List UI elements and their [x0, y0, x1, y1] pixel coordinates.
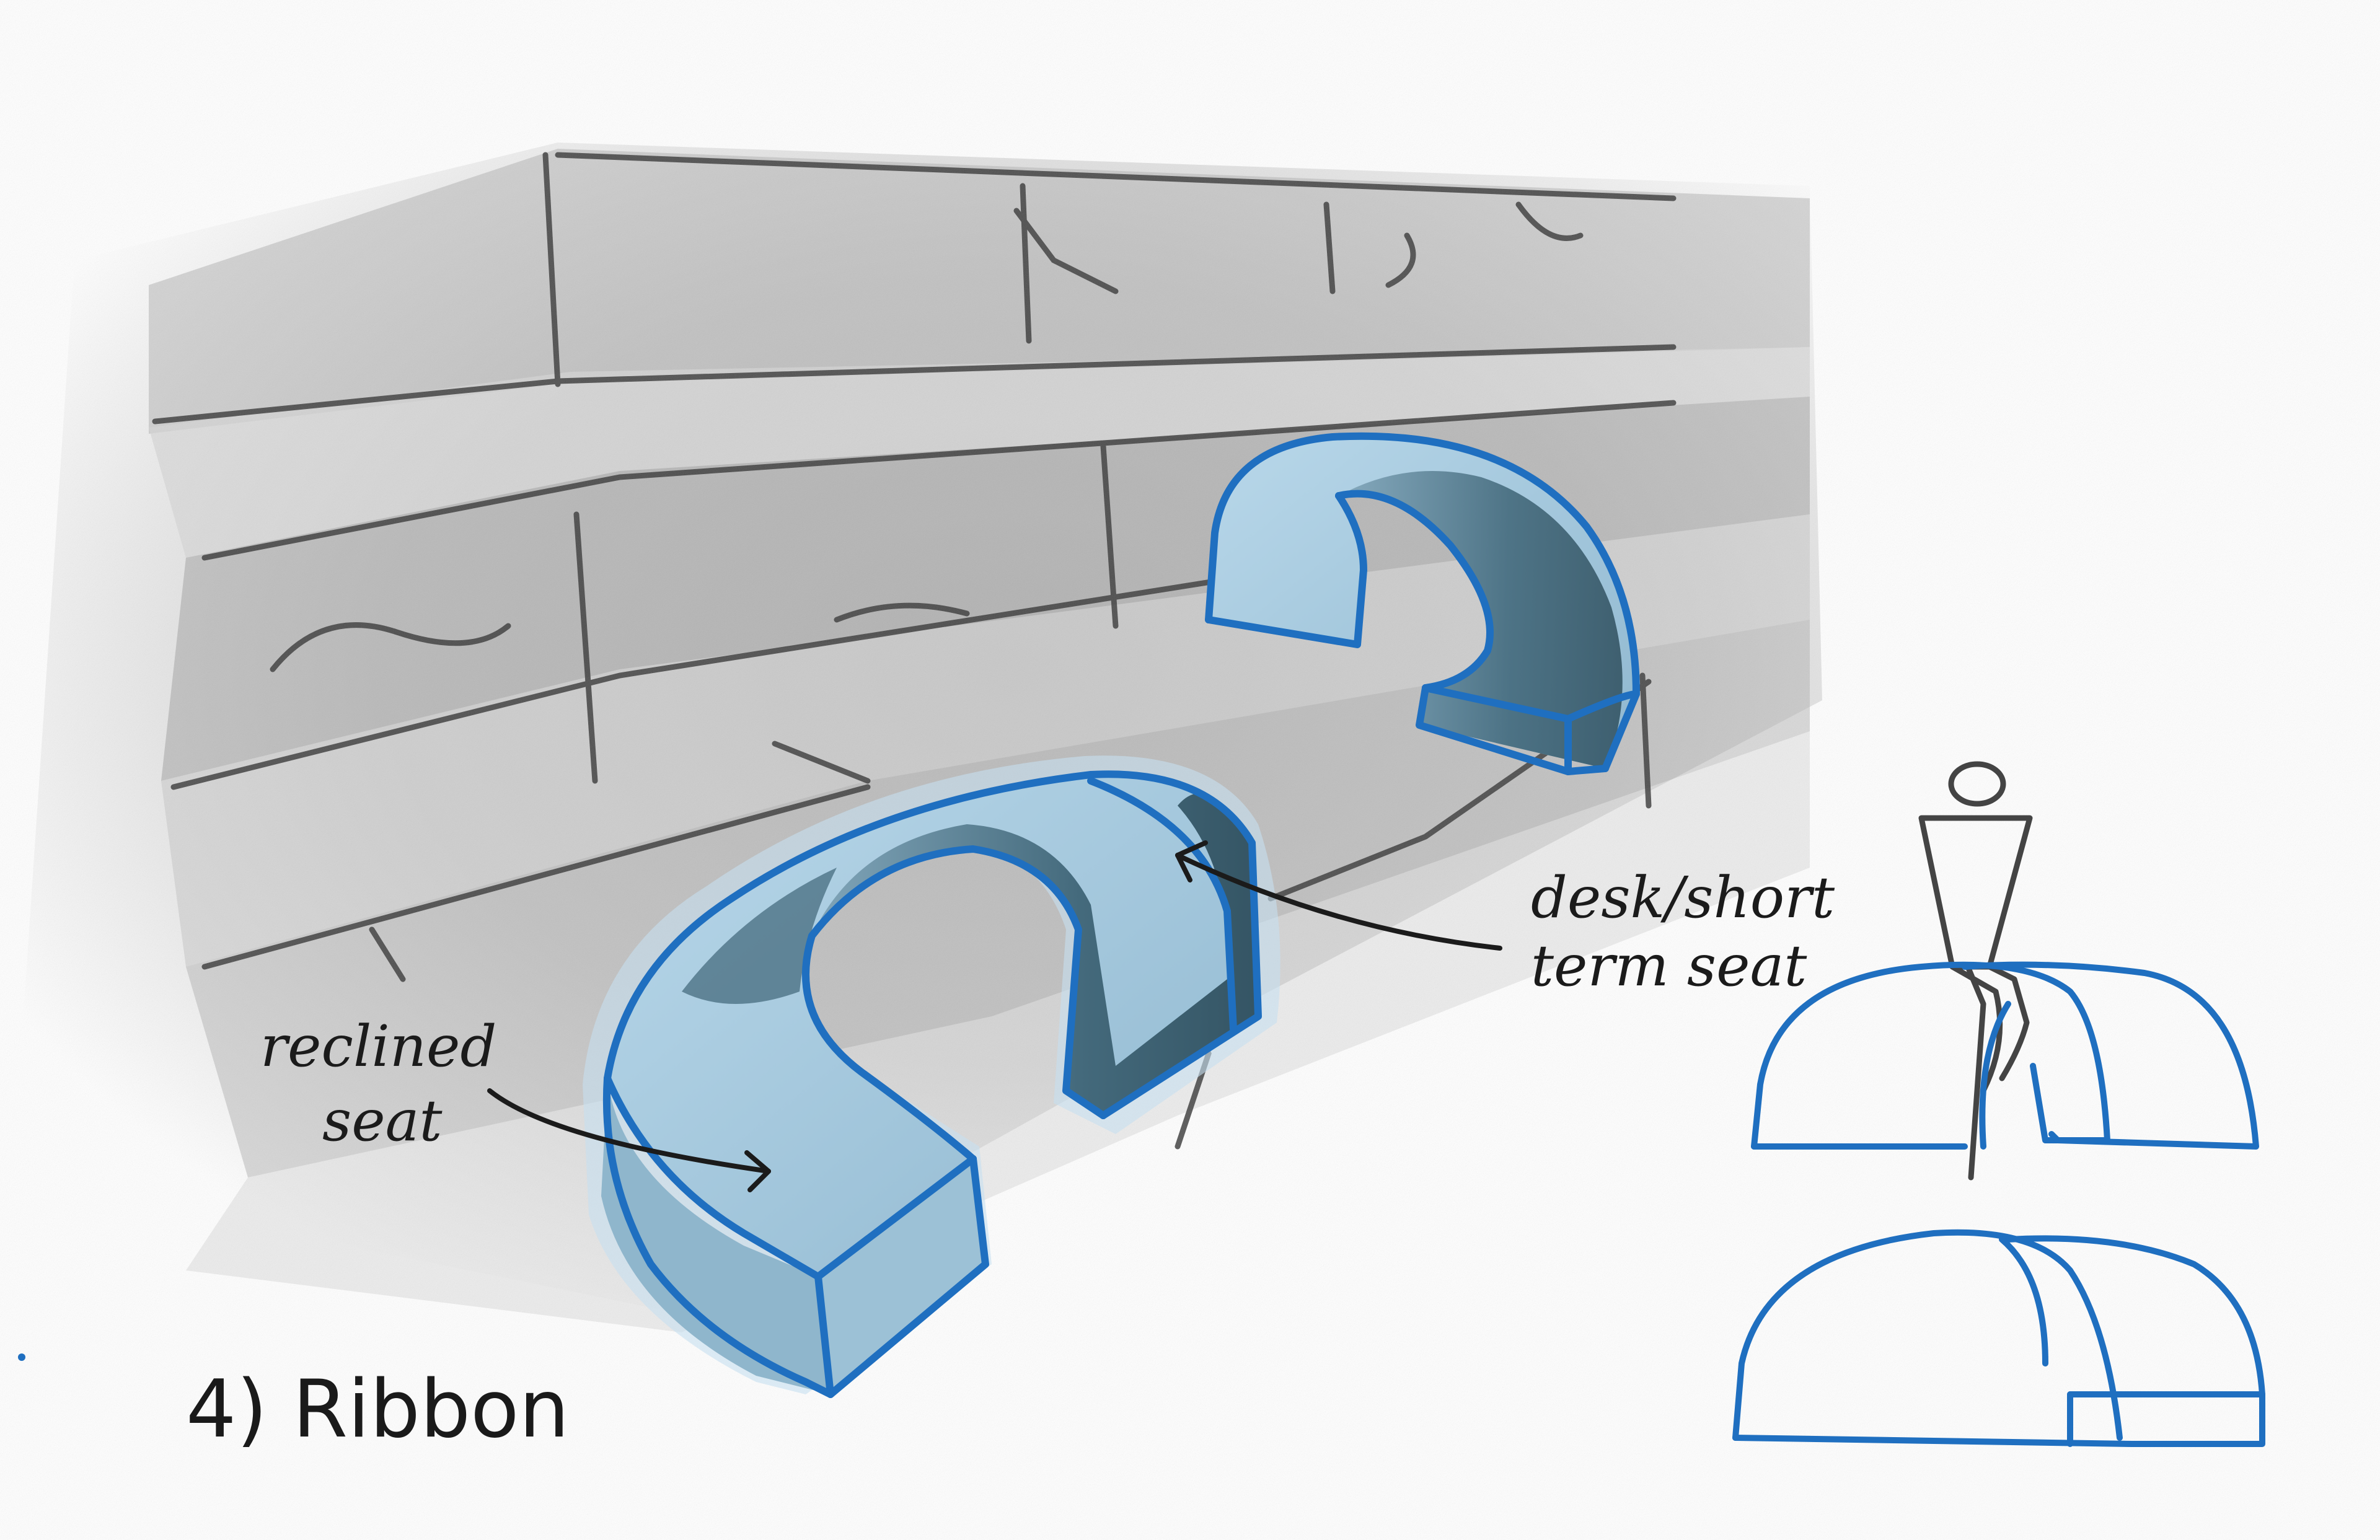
- elevation-sketch-with-figure: [1751, 761, 2259, 1181]
- label-reclined-line1: reclined: [260, 1013, 496, 1080]
- figure-title: 4) Ribbon: [186, 1363, 570, 1456]
- label-reclined-line2: seat: [322, 1088, 443, 1154]
- annotation-desk: desk/short term seat: [1175, 840, 1835, 999]
- label-desk-line1: desk/short: [1531, 865, 1835, 931]
- annotation-reclined: reclined seat: [260, 1013, 771, 1192]
- elevation-sketch-empty: [1732, 1229, 2265, 1447]
- ribbon-seat-back: [1205, 432, 1640, 775]
- arrow-desk: [1175, 853, 1502, 951]
- label-desk-line2: term seat: [1531, 933, 1807, 999]
- arrow-reclined: [487, 1088, 771, 1174]
- stray-dot: [18, 1353, 25, 1361]
